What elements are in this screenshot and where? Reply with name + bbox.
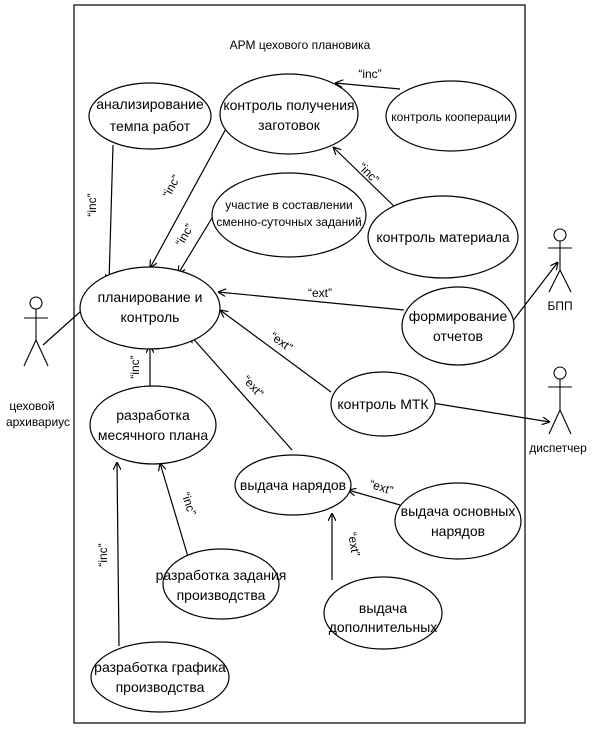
usecase-shift-tasks-shape — [211, 172, 367, 258]
usecase-additional-orders-line1: выдача — [359, 600, 407, 616]
edge-mtk-to-planning — [220, 310, 332, 393]
usecase-additional-orders-shape — [323, 576, 443, 650]
usecase-production-schedule-shape — [90, 641, 230, 713]
usecase-production-schedule: разработка графика производства — [90, 641, 230, 713]
actor-archivist: цеховой архивариус — [6, 296, 70, 429]
usecase-main-orders: выдача основных нарядов — [394, 482, 522, 560]
actor-archivist-label-line1: цеховой — [9, 399, 54, 413]
usecase-mtk-control: контроль МТК — [330, 371, 436, 437]
label-monthly-to-planning: “inc” — [128, 355, 142, 378]
label-analysis-to-planning: “inc” — [85, 193, 99, 216]
usecase-analysis-shape — [88, 82, 212, 150]
usecase-reports-shape — [401, 286, 515, 366]
usecase-production-task-line2: производства — [177, 587, 266, 603]
usecase-orders-shape — [234, 454, 352, 516]
usecase-cooperation-control-line1: контроль кооперации — [391, 110, 510, 124]
usecase-receipt-control-line1: контроль получения — [223, 97, 354, 113]
edge-orders-to-planning — [190, 335, 293, 451]
relationships — [42, 83, 558, 647]
edge-shift-to-planning — [178, 212, 216, 274]
usecase-shift-tasks: участие в составлении сменно-суточных за… — [211, 172, 367, 258]
label-cooperation-to-receipt: “inc” — [358, 67, 381, 81]
usecase-material-control-line1: контроль материала — [376, 229, 510, 245]
usecase-orders-line1: выдача нарядов — [240, 477, 346, 493]
usecase-planning: планирование и контроль — [79, 266, 221, 350]
actor-archivist-label-line2: архивариус — [6, 415, 70, 429]
edge-main-to-orders — [348, 490, 401, 506]
actor-bpp: БПП — [547, 228, 573, 313]
usecase-production-schedule-line2: производства — [116, 679, 205, 695]
usecase-mtk-control-shape — [330, 371, 436, 437]
edge-task-to-monthly — [160, 463, 190, 561]
usecase-analysis-line2: темпа работ — [110, 118, 191, 134]
label-task-to-monthly: “inc” — [179, 491, 200, 518]
usecase-production-task-shape — [162, 548, 280, 620]
edge-cooperation-to-receipt — [335, 83, 401, 90]
edge-mtk-to-dispatcher — [431, 402, 550, 422]
usecase-main-orders-line1: выдача основных — [401, 503, 516, 519]
usecase-analysis-line1: анализирование — [96, 96, 204, 112]
usecase-material-control-shape — [367, 195, 519, 279]
usecase-monthly-plan-line1: разработка — [116, 407, 190, 423]
system-title: АРМ цехового плановика — [230, 38, 371, 52]
usecase-production-task: разработка задания производства — [156, 548, 287, 620]
usecase-production-task-line1: разработка задания — [156, 567, 287, 583]
usecase-mtk-control-line1: контроль МТК — [337, 396, 429, 412]
label-schedule-to-monthly: “inc” — [96, 543, 110, 566]
edge-material-to-receipt — [333, 147, 401, 213]
usecase-additional-orders: выдача дополнительных — [323, 576, 443, 650]
usecase-shift-tasks-line1: участие в составлении — [225, 198, 353, 212]
edge-reports-to-bpp — [511, 262, 558, 323]
usecase-monthly-plan: разработка месячного плана — [89, 385, 217, 465]
actor-dispatcher-figure — [548, 366, 572, 435]
usecase-receipt-control-line2: заготовок — [258, 117, 321, 133]
usecase-analysis: анализирование темпа работ — [88, 82, 212, 150]
usecase-monthly-plan-line2: месячного плана — [98, 427, 209, 443]
usecase-additional-orders-line2: дополнительных — [329, 619, 438, 635]
usecase-cooperation-control: контроль кооперации — [385, 80, 517, 152]
usecase-main-orders-shape — [394, 482, 522, 560]
usecase-reports-line2: отчетов — [433, 328, 483, 344]
usecase-material-control: контроль материала — [367, 195, 519, 279]
actor-dispatcher: диспетчер — [529, 366, 587, 455]
usecase-shift-tasks-line2: сменно-суточных заданий — [216, 215, 361, 229]
edge-analysis-to-planning — [109, 144, 114, 282]
usecase-receipt-control-shape — [219, 73, 359, 155]
usecase-planning-shape — [79, 266, 221, 350]
usecase-reports-line1: формирование — [409, 308, 508, 324]
usecase-receipt-control: контроль получения заготовок — [219, 73, 359, 155]
usecase-production-schedule-line1: разработка графика — [94, 659, 226, 675]
usecase-monthly-plan-shape — [89, 385, 217, 465]
label-reports-to-planning: “ext” — [308, 286, 332, 300]
usecase-main-orders-line2: нарядов — [431, 523, 485, 539]
usecase-cooperation-control-shape — [385, 80, 517, 152]
actor-bpp-label: БПП — [547, 299, 572, 313]
edge-schedule-to-monthly — [117, 462, 119, 647]
usecase-planning-line1: планирование и — [98, 289, 203, 305]
actor-archivist-figure — [23, 296, 49, 367]
usecase-planning-line2: контроль — [121, 309, 180, 325]
usecase-reports: формирование отчетов — [401, 286, 515, 366]
edge-receipt-to-planning — [150, 124, 229, 268]
actor-bpp-figure — [548, 228, 572, 293]
edge-reports-to-planning — [218, 292, 405, 311]
usecase-orders: выдача нарядов — [234, 454, 352, 516]
label-additional-to-orders: “ext” — [345, 531, 363, 557]
actor-dispatcher-label: диспетчер — [529, 441, 587, 455]
